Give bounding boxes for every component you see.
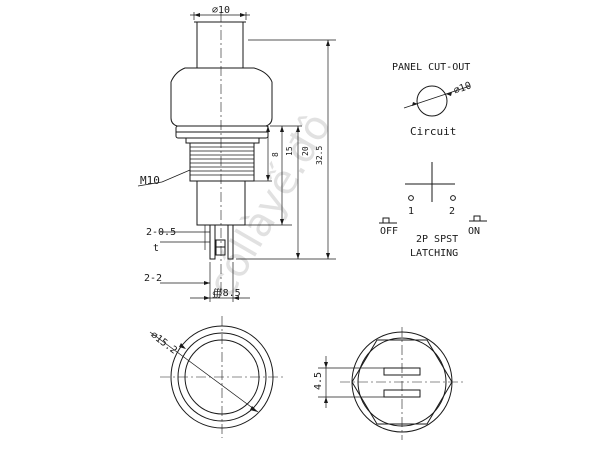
dim-h15: 15	[285, 146, 294, 156]
dim-hex-spacing: 4.5	[313, 372, 324, 390]
panel-hole-diameter: ⌀10	[452, 80, 473, 97]
terminal-right	[227, 224, 234, 260]
dim-h8: 8	[271, 152, 280, 157]
dim-thickness: 2-0.5	[146, 227, 176, 238]
dim-h20: 20	[301, 146, 310, 156]
circuit-pin2: 2	[449, 206, 455, 217]
dim-terminal-width: 2-2	[144, 273, 162, 284]
dim-h32-5: 32.5	[315, 146, 324, 165]
panel-title: PANEL CUT-OUT	[392, 62, 470, 73]
circuit-symbol	[379, 162, 487, 224]
switch-body	[170, 67, 273, 127]
circuit-type-line1: 2P SPST	[416, 234, 458, 245]
dim-front-diameter: ⌀15.2	[148, 330, 179, 357]
panel-cutout-symbol	[403, 85, 471, 117]
dim-pin-spacing: ∰8.5	[212, 288, 241, 299]
thread-lines	[190, 146, 254, 176]
circuit-off-label: OFF	[380, 226, 398, 237]
side-view	[170, 12, 273, 296]
dim-top-diameter: ⌀10	[212, 5, 230, 16]
dim-thread: M10	[140, 174, 160, 187]
front-view-hex	[318, 327, 466, 440]
circuit-type-line2: LATCHING	[410, 248, 458, 259]
circuit-title: Circuit	[410, 125, 456, 138]
height-dimensions	[236, 39, 336, 260]
watermark-text: cóllàyế.đô	[199, 105, 341, 305]
plunger-cap	[196, 21, 244, 69]
dim-t-mark: t	[153, 243, 159, 254]
washer	[185, 137, 260, 144]
front-view-round	[149, 316, 284, 438]
circuit-on-label: ON	[468, 226, 480, 237]
circuit-pin1: 1	[408, 206, 414, 217]
